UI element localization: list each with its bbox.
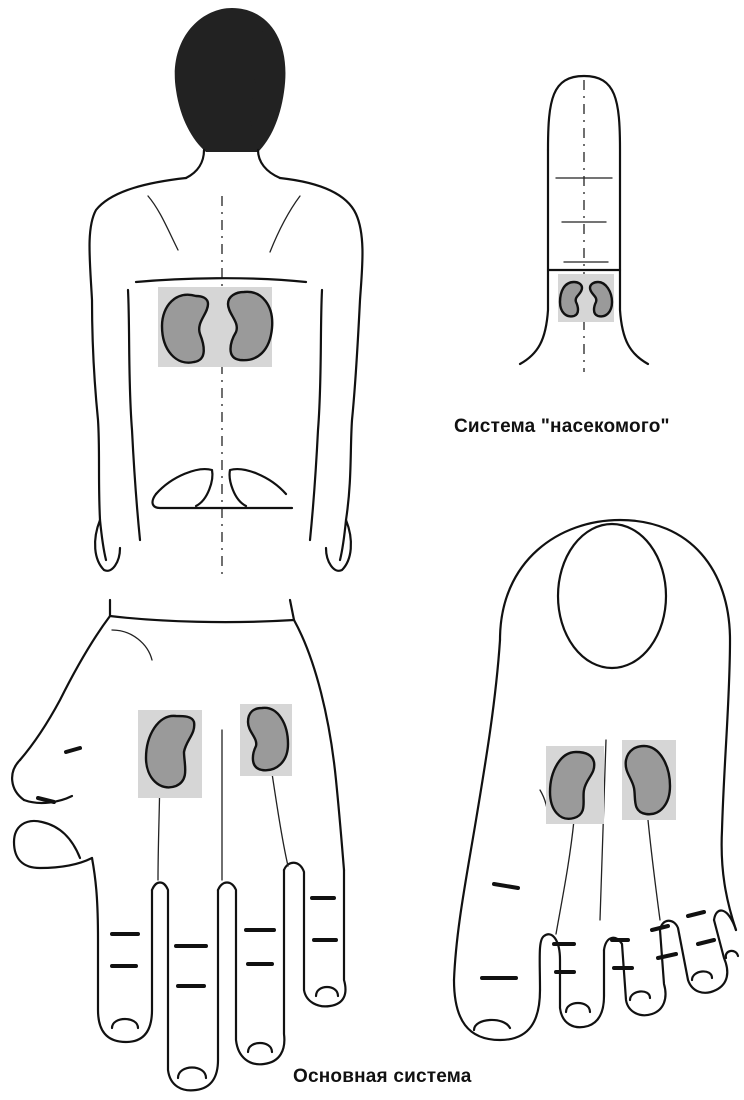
foot-figure [454, 520, 738, 1040]
hand-right-kidney-icon [248, 708, 288, 770]
head [175, 8, 286, 152]
finger-figure [520, 76, 648, 372]
main-system-caption: Основная система [293, 1066, 472, 1088]
hand-outline [20, 616, 110, 760]
back-figure [90, 8, 363, 580]
foot-outline [500, 520, 736, 930]
foot-oval-marking [558, 524, 666, 668]
back-waist-line [136, 278, 306, 282]
hand-figure [12, 600, 345, 1090]
insect-system-caption: Система "насекомого" [454, 416, 670, 438]
